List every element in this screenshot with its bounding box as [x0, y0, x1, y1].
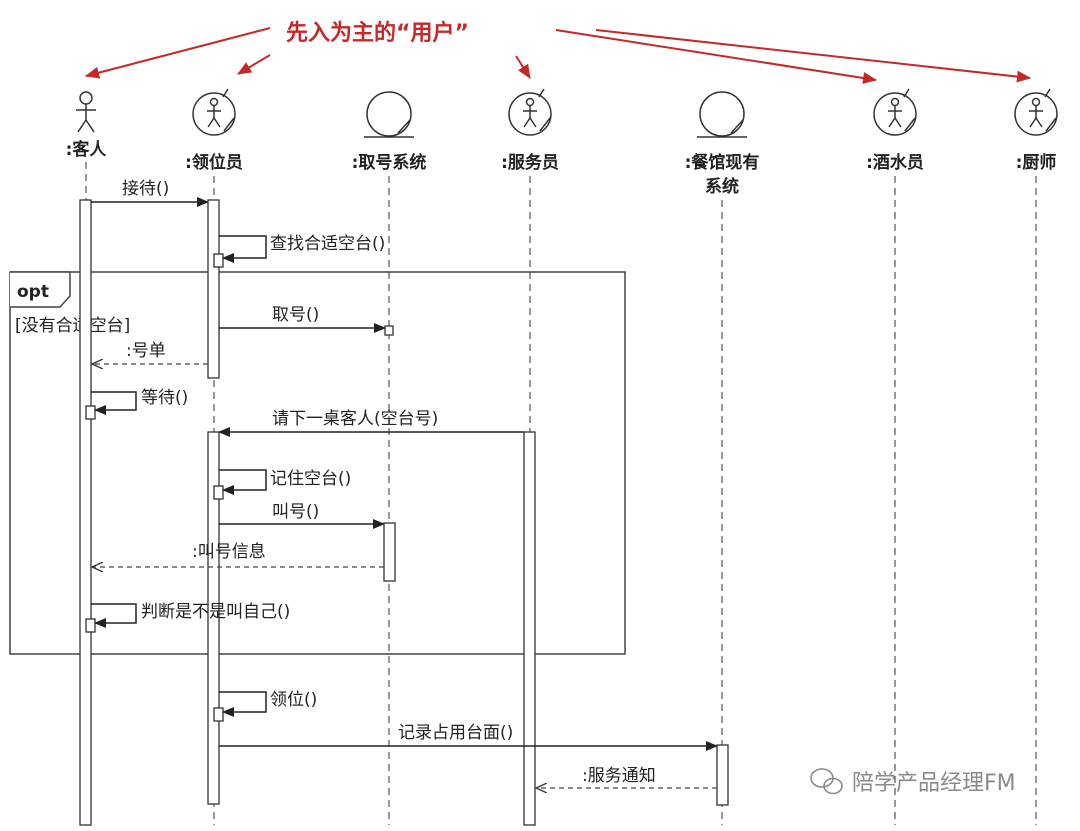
activation-restaurant-system [716, 744, 729, 806]
selfcall-box-seat [213, 707, 224, 722]
customer-actor-icon [76, 91, 96, 133]
message-label-seat: 领位() [270, 690, 317, 710]
participant-label-ticket-system: :取号系统 [352, 152, 427, 173]
message-label-service-notice: :服务通知 [582, 766, 656, 786]
message-label-record-table: 记录占用台面() [398, 723, 513, 743]
participant-label-customer: :客人 [66, 139, 108, 160]
message-arrow-seat [219, 691, 267, 717]
watermark: 陪学产品经理FM [810, 768, 1016, 796]
message-label-ticket: :号单 [126, 341, 166, 361]
message-label-take-number: 取号() [272, 305, 319, 325]
message-label-find-table: 查找合适空台() [270, 234, 385, 254]
message-label-check-self: 判断是不是叫自己() [141, 602, 290, 622]
annotation-arrow-chef [595, 29, 1031, 83]
message-label-next-table: 请下一桌客人(空台号) [272, 409, 438, 429]
activation-host-2 [207, 431, 220, 805]
chef-actor-icon [1014, 88, 1058, 136]
selfcall-box-find-table [213, 253, 224, 268]
message-arrow-check-self [91, 603, 137, 628]
message-arrow-find-table [219, 235, 267, 263]
wechat-icon [810, 768, 843, 795]
opt-guard-label: [没有合适空台] [15, 316, 130, 336]
participant-label-restaurant-system-line1: :餐馆现有 [685, 152, 760, 173]
waiter-actor-icon [508, 88, 552, 136]
message-label-wait: 等待() [141, 388, 188, 408]
ticket-system-entity-icon [364, 91, 414, 138]
bartender-actor-icon [873, 88, 917, 136]
activation-waiter [523, 431, 536, 826]
participant-label-bartender: :酒水员 [866, 152, 924, 173]
restaurant-system-entity-icon [697, 91, 747, 138]
annotation-arrow-host [237, 54, 271, 75]
participant-label-host: :领位员 [185, 152, 243, 173]
message-label-call-info: :叫号信息 [192, 542, 266, 562]
activation-ticket-2 [383, 522, 396, 582]
annotation-text: 先入为主的“用户” [286, 20, 469, 46]
selfcall-box-remember [213, 485, 224, 500]
participant-label-restaurant-system-line2: 系统 [705, 176, 739, 197]
host-actor-icon [192, 88, 236, 136]
annotation-arrow-waiter [515, 55, 531, 79]
opt-fragment: opt [没有合适空台] [9, 271, 626, 655]
message-label-reception: 接待() [122, 179, 169, 199]
annotation-arrows [85, 27, 1031, 84]
activation-ticket-1 [384, 325, 394, 336]
opt-operator-label: opt [17, 282, 49, 302]
annotation-arrow-customer [85, 27, 271, 79]
selfcall-box-wait [85, 405, 96, 420]
participant-label-waiter: :服务员 [501, 152, 559, 173]
message-label-call-number: 叫号() [272, 502, 319, 522]
message-arrow-remember-table [219, 469, 267, 495]
participant-label-chef: :厨师 [1016, 152, 1057, 173]
message-label-remember-table: 记住空台() [270, 469, 351, 489]
activation-customer [79, 199, 92, 826]
activation-host-1 [207, 199, 220, 379]
selfcall-box-check-self [85, 618, 96, 633]
message-arrow-wait [91, 391, 137, 415]
annotation-arrow-bartender [555, 29, 877, 84]
watermark-text: 陪学产品经理FM [852, 771, 1016, 796]
